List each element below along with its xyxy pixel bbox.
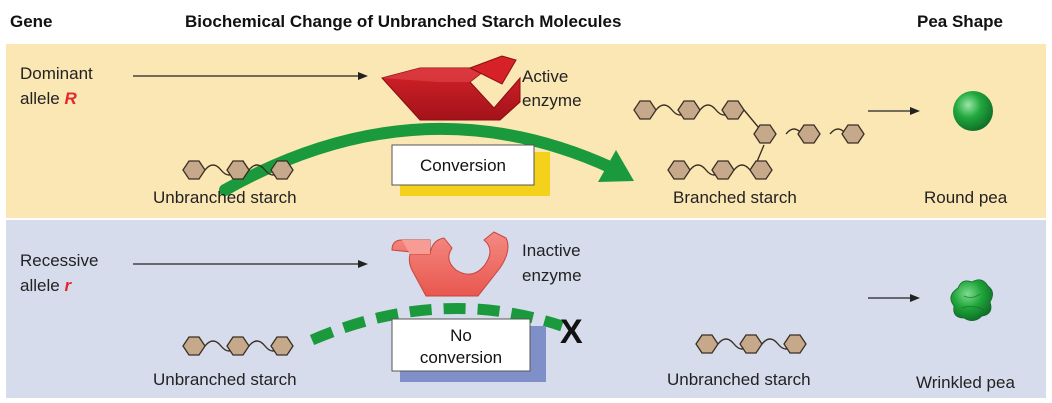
dominant-phenotype-arrow [868, 107, 920, 115]
header-gene: Gene [10, 12, 53, 31]
header-biochemical-change: Biochemical Change of Unbranched Starch … [185, 12, 621, 31]
dominant-allele-label: Dominant [20, 64, 93, 83]
recessive-gene-arrow [133, 260, 368, 268]
recessive-allele-label: Recessive [20, 251, 98, 270]
recessive-product-starch-chain [695, 334, 807, 354]
dominant-allele-label-line2: allele R [20, 89, 77, 108]
no-conversion-label-line1: No [450, 326, 472, 345]
no-conversion-box [391, 318, 531, 372]
recessive-substrate-label: Unbranched starch [153, 370, 297, 389]
inactive-enzyme-icon [391, 231, 509, 297]
dominant-substrate-label: Unbranched starch [153, 188, 297, 207]
dominant-unbranched-starch-chain [182, 159, 294, 181]
recessive-unbranched-starch-chain [182, 336, 294, 356]
conversion-box [391, 144, 535, 186]
header-pea-shape: Pea Shape [917, 12, 1003, 31]
recessive-phenotype-arrow [868, 294, 920, 302]
inactive-enzyme-label-line2: enzyme [522, 266, 582, 285]
dominant-gene-arrow [133, 72, 368, 80]
active-enzyme-label: Active [522, 67, 568, 86]
dominant-product-label: Branched starch [673, 188, 797, 207]
conversion-box-label: Conversion [420, 156, 506, 175]
round-pea-label: Round pea [924, 188, 1008, 207]
recessive-allele-label-line2: allele r [20, 276, 72, 295]
no-conversion-label-line2: conversion [420, 348, 502, 367]
active-enzyme-icon [381, 55, 521, 121]
wrinkled-pea-icon [950, 279, 993, 321]
branched-starch-chain [633, 100, 865, 180]
wrinkled-pea-label: Wrinkled pea [916, 373, 1015, 392]
recessive-allele-letter: r [64, 276, 72, 295]
active-enzyme-label-line2: enzyme [522, 91, 582, 110]
dominant-allele-letter: R [64, 89, 77, 108]
inactive-enzyme-label: Inactive [522, 241, 581, 260]
round-pea-icon [953, 91, 993, 131]
recessive-product-label: Unbranched starch [667, 370, 811, 389]
blocked-mark: X [560, 313, 583, 351]
blocked-conversion-arrow [309, 303, 564, 346]
